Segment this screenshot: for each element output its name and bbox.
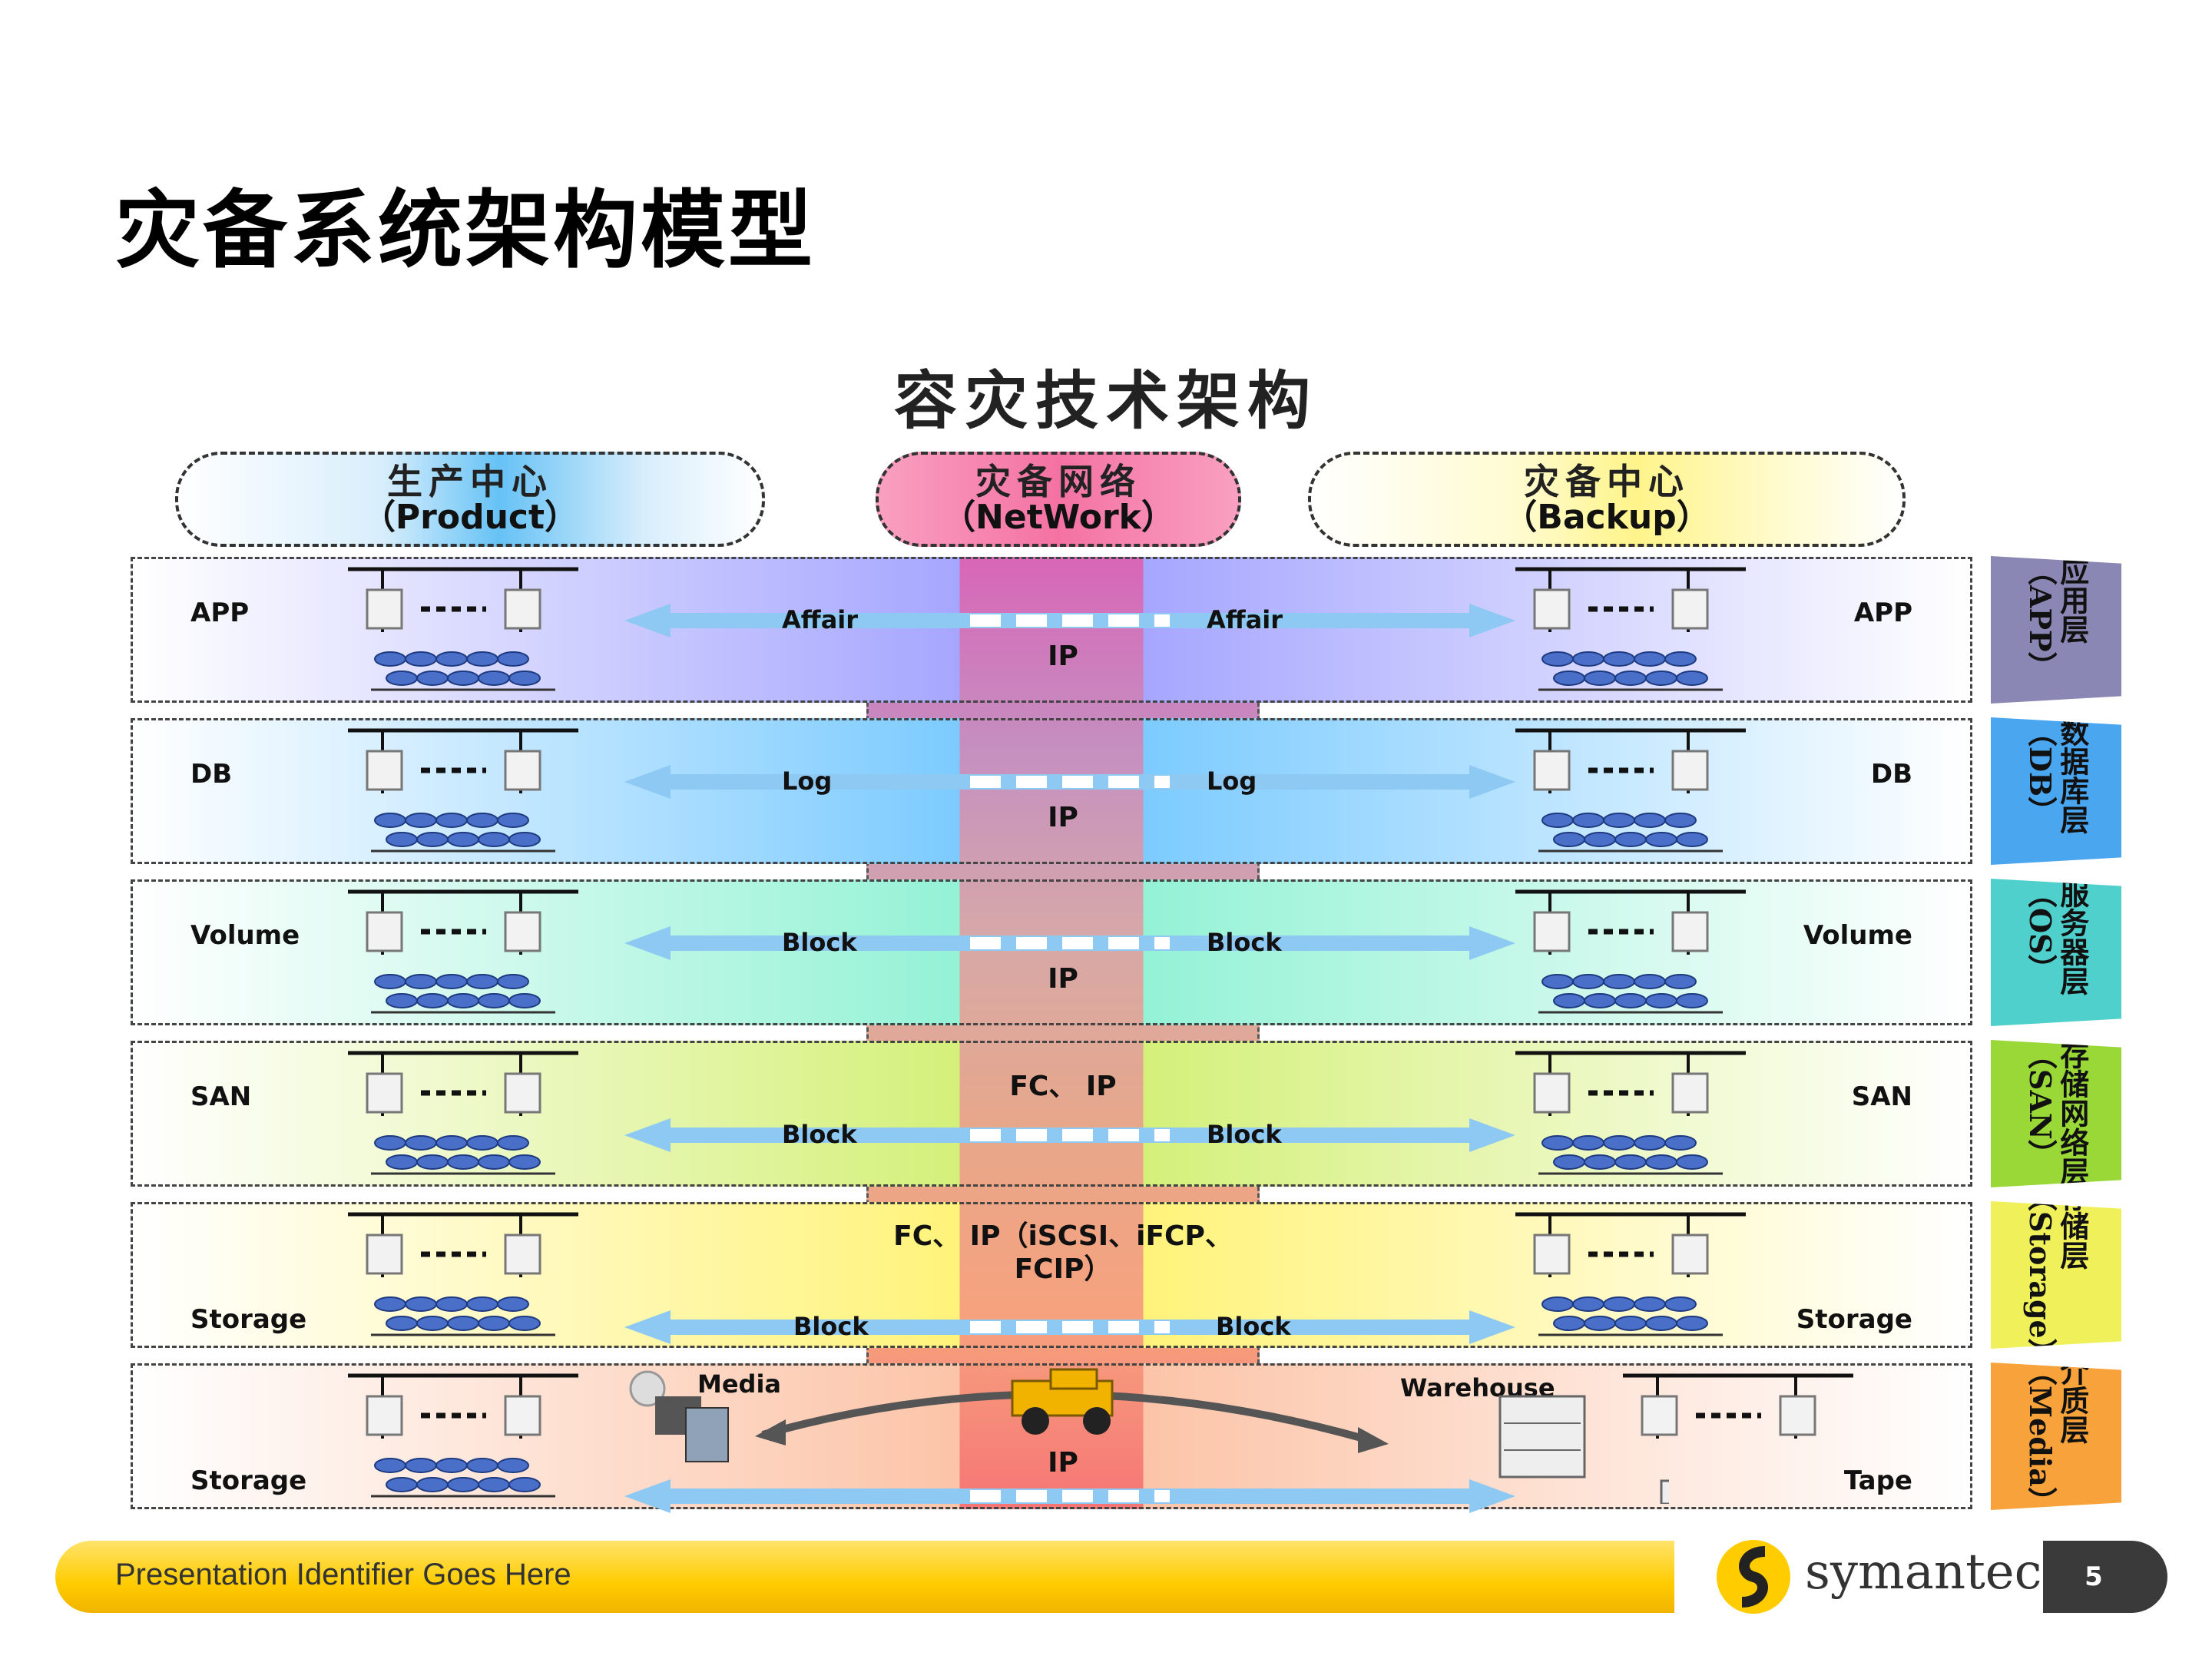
network-protocol-label: IP [1048, 963, 1078, 995]
layer-tab-label: 应用层（APP） [2023, 556, 2090, 681]
left-layer-label: DB [190, 759, 233, 790]
diagram-title: 容灾技术架构 [893, 364, 1318, 438]
network-protocol-label: IP [1048, 641, 1078, 672]
server-storage-icon [348, 1373, 578, 1498]
layer-tab: 存储层（Storage） [1991, 1201, 2121, 1349]
server-storage-icon [348, 889, 578, 1014]
arrow-label-left: Affair [782, 605, 859, 634]
symantec-logo-icon [1717, 1540, 1790, 1614]
production-center-en: （Product） [361, 498, 579, 538]
left-layer-label: Storage [190, 1465, 307, 1496]
server-storage-icon [348, 1051, 578, 1175]
left-layer-label: SAN [190, 1081, 252, 1112]
layer-tab: 介质层（Media） [1991, 1363, 2121, 1510]
production-center-cn: 生产中心 [387, 460, 553, 502]
arrow-label-right: Affair [1207, 605, 1283, 634]
network-protocol-label: IP [1048, 802, 1078, 833]
right-layer-label: Storage [1796, 1304, 1912, 1335]
server-storage-icon [1515, 728, 1746, 853]
replication-arrow [624, 926, 1515, 960]
page-number: 5 [2043, 1541, 2167, 1613]
network-band [866, 557, 1260, 1509]
layer-row: DB DB IP Log Log [131, 718, 1972, 864]
network-en: （NetWork） [942, 498, 1175, 538]
server-storage-icon [348, 567, 578, 691]
layer-tab-label: 服务器层（OS） [2023, 879, 2090, 995]
server-storage-icon [1515, 1051, 1746, 1175]
symantec-logo-text: symantec. [1805, 1544, 2058, 1601]
network-protocol-label: FC、 IP [1009, 1071, 1117, 1102]
slide-title: 灾备系统架构模型 [115, 181, 816, 280]
layer-tab: 存储网络层（SAN） [1991, 1040, 2121, 1187]
server-storage-icon [1515, 1212, 1746, 1336]
right-layer-label: Tape [1843, 1465, 1912, 1496]
layer-tab-label: 存储层（Storage） [2023, 1182, 2090, 1368]
server-storage-icon [348, 1212, 578, 1336]
replication-arrow [624, 1310, 1515, 1344]
arrow-label-left: Block [782, 1120, 857, 1149]
media-transport-icons [629, 1368, 1669, 1504]
media-label: Media [697, 1369, 782, 1399]
layer-tab-label: 数据库层（DB） [2023, 717, 2090, 834]
production-center-header: 生产中心 （Product） [175, 452, 765, 547]
left-layer-label: APP [190, 598, 250, 628]
network-protocol-label: IP [1048, 1447, 1078, 1479]
backup-center-en: （Backup） [1503, 498, 1710, 538]
backup-center-cn: 灾备中心 [1524, 460, 1690, 502]
layer-tab: 服务器层（OS） [1991, 879, 2121, 1026]
server-storage-icon [1623, 1373, 1853, 1439]
layer-tab: 数据库层（DB） [1991, 717, 2121, 865]
arrow-label-left: Block [793, 1312, 869, 1341]
arrow-label-right: Block [1216, 1312, 1291, 1341]
layer-tab: 应用层（APP） [1991, 556, 2121, 704]
left-layer-label: Storage [190, 1304, 307, 1335]
right-layer-label: APP [1853, 598, 1912, 628]
footer-text: Presentation Identifier Goes Here [115, 1558, 571, 1591]
network-protocol-label: FC、 IP（iSCSI、iFCP、FCIP） [893, 1220, 1233, 1286]
backup-center-header: 灾备中心 （Backup） [1308, 452, 1906, 547]
server-storage-icon [1515, 567, 1746, 691]
server-storage-icon [1515, 889, 1746, 1014]
replication-arrow [624, 765, 1515, 799]
network-cn: 灾备网络 [975, 460, 1141, 502]
network-header: 灾备网络 （NetWork） [876, 452, 1241, 547]
footer-bar [55, 1541, 1674, 1613]
arrow-label-right: Block [1207, 928, 1282, 957]
arrow-label-right: Log [1207, 767, 1257, 796]
replication-arrow [624, 604, 1515, 637]
replication-arrow [624, 1479, 1515, 1513]
layer-row: Storage Storage FC、 IP（iSCSI、iFCP、FCIP） Blo… [131, 1202, 1972, 1348]
arrow-label-left: Log [782, 767, 833, 796]
server-storage-icon [348, 728, 578, 853]
right-layer-label: SAN [1851, 1081, 1912, 1112]
right-layer-label: DB [1870, 759, 1912, 790]
arrow-label-left: Block [782, 928, 857, 957]
layer-tab-label: 存储网络层（SAN） [2023, 1040, 2090, 1186]
left-layer-label: Volume [190, 920, 300, 951]
right-layer-label: Volume [1803, 920, 1912, 951]
layer-row: APP APP IP Affair Affair [131, 557, 1972, 703]
layer-tab-label: 介质层（Media） [2023, 1356, 2090, 1516]
layer-row: SAN SAN FC、 IP Block Block [131, 1041, 1972, 1187]
replication-arrow [624, 1118, 1515, 1152]
arrow-label-right: Block [1207, 1120, 1282, 1149]
